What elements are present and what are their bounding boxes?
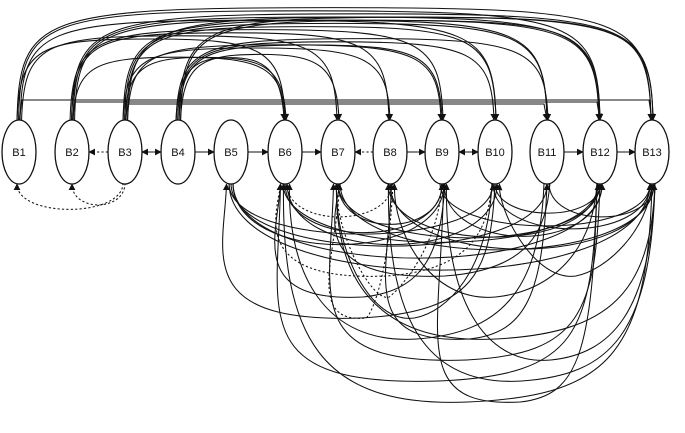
node-label: B7 [331,147,344,159]
edge-b3-to-b6 [123,56,290,123]
node-shape [320,119,356,185]
edge-b9-to-b7 [332,182,443,298]
edge-b2-to-b9 [69,29,447,123]
edge-b4-to-b12 [179,19,604,123]
node-b5: B5 [213,119,249,185]
node-b4: B4 [160,119,196,185]
edge-b10-to-b5 [222,182,496,319]
node-label: B3 [118,147,131,159]
edge-b7-to-b13 [339,182,658,251]
node-b11: B11 [529,119,565,185]
node-b13: B13 [634,119,670,185]
edge-b9-to-b12 [443,182,606,237]
node-b8: B8 [372,119,408,185]
node-label: B11 [538,147,557,159]
node-label: B8 [383,147,396,159]
edge-b3-to-b8 [122,47,394,123]
edge-b13-to-b7 [332,182,656,340]
edge-b4-to-b10 [176,41,498,123]
edge-b11-to-b6 [285,182,545,340]
edge-b9-to-b13 [439,182,654,227]
edge-b6-to-b12 [282,182,602,243]
edge-b5-to-b10 [228,182,497,235]
nodes-layer: B1 B2 B3 B4 B5 B6 B7 B8 B9 B10 B11 B12 B13 [1,119,670,185]
edge-b13-to-b10 [495,182,653,277]
edge-b1-to-b7 [20,35,341,123]
edge-b12-to-b9 [436,182,598,403]
node-shape [582,119,618,185]
node-shape [634,119,670,185]
node-shape [424,119,460,185]
edge-b10-to-b7 [332,182,493,319]
node-shape [477,119,513,185]
node-label: B10 [485,147,505,159]
edge-b13-to-b6 [280,182,653,403]
node-b9: B9 [424,119,460,185]
node-b6: B6 [267,119,303,185]
edge-b3-to-b1 [13,182,124,210]
edge-b3-to-b10 [125,26,500,123]
edge-b3-to-b11 [123,22,551,123]
node-shape [160,119,196,185]
edge-b12-to-b7 [329,182,601,361]
node-shape [107,119,143,185]
edge-b11-to-b7 [334,182,551,277]
node-label: B13 [642,147,662,159]
edge-b4-to-b6 [175,57,288,123]
edge-b11-to-b8 [385,182,548,340]
edge-b2-to-b12 [71,101,603,123]
node-b7: B7 [320,119,356,185]
node-b1: B1 [1,119,37,185]
node-shape [267,119,303,185]
edge-b8-to-b13 [389,182,656,250]
edge-b7-to-b12 [337,182,604,239]
node-label: B4 [171,147,184,159]
edge-b13-to-b9 [442,182,656,361]
node-b12: B12 [582,119,618,185]
node-label: B6 [278,147,291,159]
node-shape [1,119,37,185]
edge-b4-to-b9 [178,44,446,123]
node-shape [54,119,90,185]
edge-b4-to-b7 [179,53,343,123]
edge-b4-to-b11 [175,38,552,123]
node-label: B2 [65,147,78,159]
node-label: B1 [12,147,25,159]
edge-b3-to-b2 [68,182,126,206]
edge-b10-to-b12 [494,182,604,214]
edge-b3-to-b11 [124,103,550,123]
edge-b4-to-b13 [178,16,655,123]
edge-b8-to-b7 [328,182,394,319]
edge-b5-to-b11 [230,182,551,247]
node-b2: B2 [54,119,90,185]
edges-layer [13,7,658,403]
node-b3: B3 [107,119,143,185]
node-shape [529,119,565,185]
edge-b8-to-b6 [283,182,393,218]
edge-b10-to-b13 [492,182,654,230]
edge-b12-to-b8 [390,182,598,298]
node-label: B5 [224,147,237,159]
edge-b1-to-b12 [17,10,604,123]
node-shape [372,119,408,185]
edge-b6-to-b10 [286,182,501,246]
edge-b1-to-b6 [16,38,289,123]
node-shape [213,119,249,185]
edge-b10-to-b6 [275,182,493,277]
node-label: B12 [590,147,610,159]
edge-b2-to-b13 [70,13,657,123]
edge-b2-to-b8 [70,32,393,123]
edge-b12-to-b6 [276,182,598,382]
edge-b1-to-b13 [18,99,655,123]
node-b10: B10 [477,119,513,185]
node-label: B9 [435,147,448,159]
edge-b9-to-b6 [274,182,446,298]
